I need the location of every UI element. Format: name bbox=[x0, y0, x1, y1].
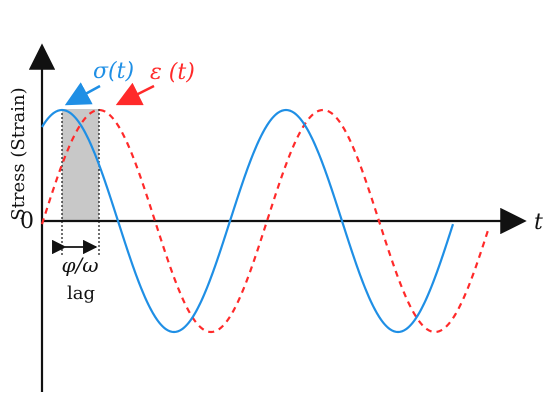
x-axis-label: t bbox=[534, 210, 543, 235]
y-axis-label: Stress (Strain) bbox=[8, 87, 29, 220]
lag-label: lag bbox=[67, 283, 95, 304]
stress-label-arrow bbox=[64, 82, 101, 106]
phase-lag-shaded-region bbox=[62, 109, 99, 221]
strain-series-label: ε (t) bbox=[150, 60, 195, 85]
strain-wave bbox=[40, 108, 490, 334]
phase-label: φ/ω bbox=[61, 253, 98, 277]
stress-wave bbox=[41, 108, 455, 334]
stress-series-label: σ(t) bbox=[93, 59, 134, 84]
strain-label-arrow bbox=[115, 82, 155, 106]
origin-label: 0 bbox=[20, 209, 34, 234]
